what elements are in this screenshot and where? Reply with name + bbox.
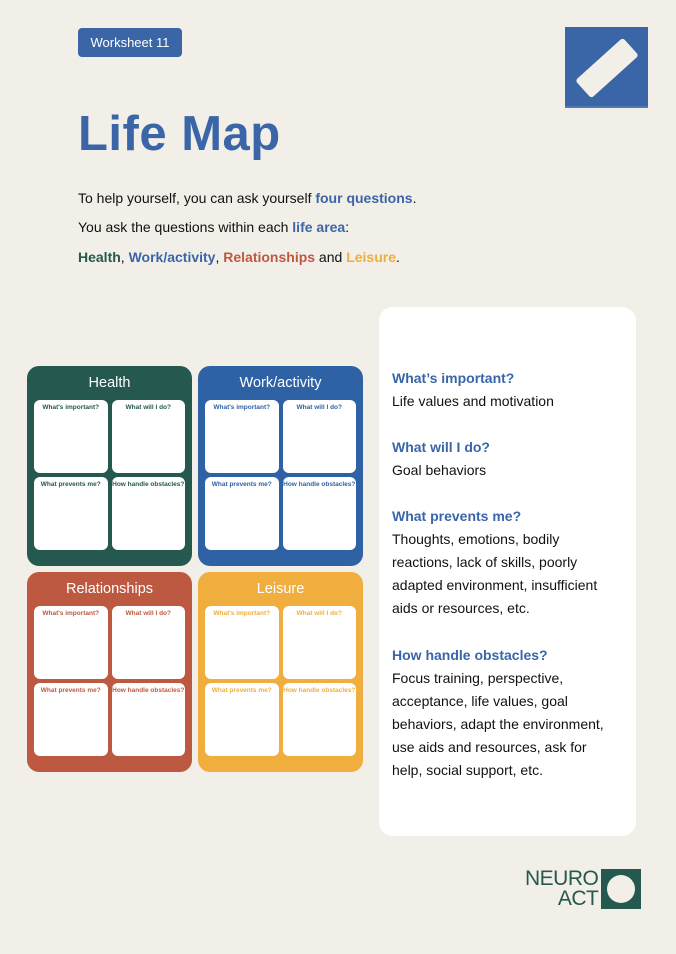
question-answer-line: Goal behaviors: [392, 462, 487, 478]
question-answer-line: adapted environment, insufficient: [392, 577, 598, 593]
eraser-icon: [565, 27, 648, 108]
question-answer-line: Thoughts, emotions, bodily: [392, 531, 560, 547]
question-heading: What’s important?: [392, 370, 515, 386]
question-answer-line: behaviors, adapt the environment,: [392, 716, 604, 732]
area-cell-what-will-i-do[interactable]: What will I do?: [111, 606, 185, 679]
life-area-title: Relationships: [65, 581, 154, 597]
questions-info-card: [379, 307, 636, 836]
life-area-title: Work/activity: [239, 375, 322, 391]
area-cell-what-prevents-me[interactable]: What prevents me?: [205, 477, 279, 550]
logo-text-line-1: NEURO: [525, 867, 599, 890]
area-relationships-label: Relationships: [223, 249, 316, 265]
life-area-health: Health What's important? What will I do?…: [27, 366, 192, 566]
area-work-label: Work/activity: [128, 249, 216, 265]
area-cell-what-will-i-do[interactable]: What will I do?: [282, 400, 356, 473]
area-cell-what-prevents-me[interactable]: What prevents me?: [34, 683, 108, 756]
question-answer-line: Life values and motivation: [392, 393, 554, 409]
question-block-whats-important: What’s important? Life values and motiva…: [392, 367, 632, 413]
life-area-work-activity: Work/activity What's important? What wil…: [198, 366, 363, 566]
area-cell-what-prevents-me[interactable]: What prevents me?: [34, 477, 108, 550]
logo-text-line-2: ACT: [557, 887, 599, 910]
life-area-highlight: life area: [292, 219, 346, 235]
area-cell-what-prevents-me[interactable]: What prevents me?: [205, 683, 279, 756]
question-answer-line: acceptance, life values, goal: [392, 693, 568, 709]
intro-line-1: To help yourself, you can ask yourself f…: [78, 190, 417, 206]
life-area-title: Leisure: [256, 581, 305, 597]
area-cell-whats-important[interactable]: What's important?: [34, 400, 108, 473]
question-answer-line: Focus training, perspective,: [392, 670, 564, 686]
neuroact-logo: NEURO ACT: [525, 867, 642, 910]
question-answer-line: aids or resources, etc.: [392, 600, 530, 616]
life-area-leisure: Leisure What's important? What will I do…: [198, 572, 363, 772]
question-answer-line: use aids and resources, ask for: [392, 739, 587, 755]
question-block-how-handle-obstacles: How handle obstacles? Focus training, pe…: [392, 644, 632, 782]
intro-line-2: You ask the questions within each life a…: [78, 219, 350, 235]
page-title: Life Map: [78, 107, 281, 161]
life-area-relationships: Relationships What's important? What wil…: [27, 572, 192, 772]
question-heading: How handle obstacles?: [392, 647, 548, 663]
area-health-label: Health: [78, 249, 121, 265]
intro-line-3-areas: Health, Work/activity, Relationships and…: [78, 249, 400, 265]
question-heading: What will I do?: [392, 439, 490, 455]
question-answer-line: help, social support, etc.: [392, 762, 543, 778]
area-leisure-label: Leisure: [346, 249, 396, 265]
area-cell-whats-important[interactable]: What's important?: [205, 606, 279, 679]
question-heading: What prevents me?: [392, 508, 522, 524]
question-answer-line: reactions, lack of skills, poorly: [392, 554, 578, 570]
worksheet-badge: Worksheet 11: [78, 28, 182, 57]
four-questions-highlight: four questions: [315, 190, 413, 206]
worksheet-badge-label: Worksheet 11: [90, 35, 170, 50]
logo-circle-icon: [601, 869, 642, 909]
question-block-what-will-i-do: What will I do? Goal behaviors: [392, 436, 632, 482]
area-cell-what-will-i-do[interactable]: What will I do?: [111, 400, 185, 473]
question-block-what-prevents-me: What prevents me? Thoughts, emotions, bo…: [392, 505, 632, 620]
area-cell-how-handle-obstacles[interactable]: How handle obstacles?: [111, 477, 185, 550]
area-cell-what-will-i-do[interactable]: What will I do?: [282, 606, 356, 679]
area-cell-how-handle-obstacles[interactable]: How handle obstacles?: [282, 477, 356, 550]
area-cell-whats-important[interactable]: What's important?: [205, 400, 279, 473]
area-cell-how-handle-obstacles[interactable]: How handle obstacles?: [111, 683, 185, 756]
life-area-title: Health: [88, 375, 131, 391]
area-cell-whats-important[interactable]: What's important?: [34, 606, 108, 679]
area-cell-how-handle-obstacles[interactable]: How handle obstacles?: [282, 683, 356, 756]
